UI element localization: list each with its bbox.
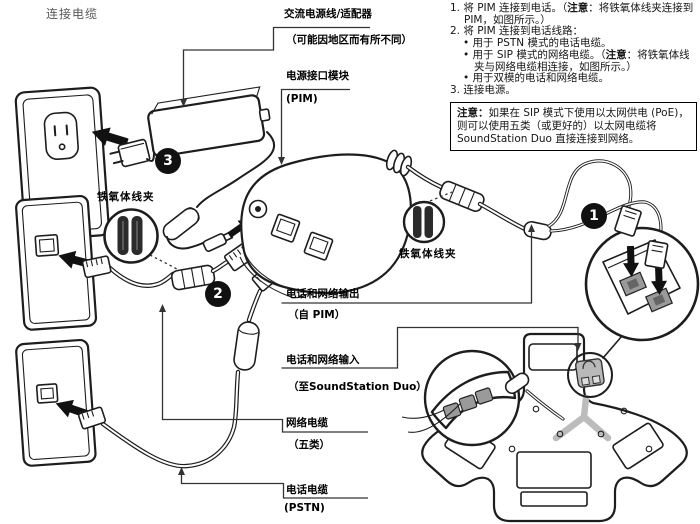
callout-badge-1: 1 xyxy=(581,203,607,229)
callout-badge-2: 2 xyxy=(205,281,231,307)
instruction-bullet-dual: • 用于双模的电话和网络电缆。 xyxy=(463,72,610,85)
label-pim-sub: (PIM) xyxy=(286,93,318,105)
phone-jack-detail-callout xyxy=(584,205,700,359)
ac-adapter-art xyxy=(147,86,275,252)
label-pim-title: 电源接口模块 xyxy=(286,70,349,82)
ferrite-clamp-callout-left xyxy=(103,208,180,271)
phone-outlet-art xyxy=(15,338,97,467)
label-phone-net-out-title: 电话和网络输出 xyxy=(286,288,360,300)
note-label: 注意： xyxy=(457,107,489,119)
callout-badge-3: 3 xyxy=(155,148,181,174)
instruction-step-1: 1. 将 PIM 连接到电话。（注意：将铁氧体线夹连接到 PIM，如图所示。） xyxy=(450,2,694,26)
note-text: 如果在 SIP 模式下使用以太网供电 (PoE)，则可以使用五类（或更好的）以太… xyxy=(457,107,689,145)
ferrite-clamp-callout-right xyxy=(402,191,453,244)
label-phone-net-in-sub: （至SoundStation Duo） xyxy=(288,381,427,393)
instruction-step-2: 2. 将 PIM 连接到电话线路： xyxy=(450,25,584,38)
ac-plug-art xyxy=(109,138,158,168)
pim-art xyxy=(239,149,413,299)
instruction-bullet-pstn: • 用于 PSTN 模式的电话电缆。 xyxy=(463,37,612,50)
label-phone-net-in-title: 电话和网络输入 xyxy=(286,354,360,366)
output-cable-art xyxy=(405,159,663,245)
instruction-bullet-sip: • 用于 SIP 模式的网络电缆。（注意：将铁氧体线夹与网络电缆相连接，如图所示… xyxy=(463,48,690,73)
label-phone-cable-sub: (PSTN) xyxy=(284,502,325,514)
label-phone-cable-title: 电话电缆 xyxy=(286,484,328,496)
cable-connection-detail-callout xyxy=(401,349,565,447)
label-ac-adapter-title: 交流电源线/适配器 xyxy=(284,8,372,20)
instruction-step-3: 3. 连接电源。 xyxy=(450,83,516,96)
label-ferrite-clamp-left: 铁氧体线夹 xyxy=(97,191,155,203)
note-box: 注意：如果在 SIP 模式下使用以太网供电 (PoE)，则可以使用五类（或更好的… xyxy=(450,102,697,151)
label-ac-adapter-sub: （可能因地区而有所不同） xyxy=(286,34,412,46)
label-phone-net-out-sub: （自 PIM） xyxy=(288,309,346,321)
label-leader-lines xyxy=(159,26,582,499)
label-network-cable-sub: （五类） xyxy=(288,439,330,451)
instruction-list: 1. 将 PIM 连接到电话。（注意：将铁氧体线夹连接到 PIM，如图所示。） … xyxy=(450,2,700,97)
label-network-cable-title: 网络电缆 xyxy=(286,417,328,429)
label-ferrite-clamp-right: 铁氧体线夹 xyxy=(399,248,457,260)
phone-cable-art xyxy=(77,263,281,469)
page-title: 连接电缆 xyxy=(46,7,99,21)
